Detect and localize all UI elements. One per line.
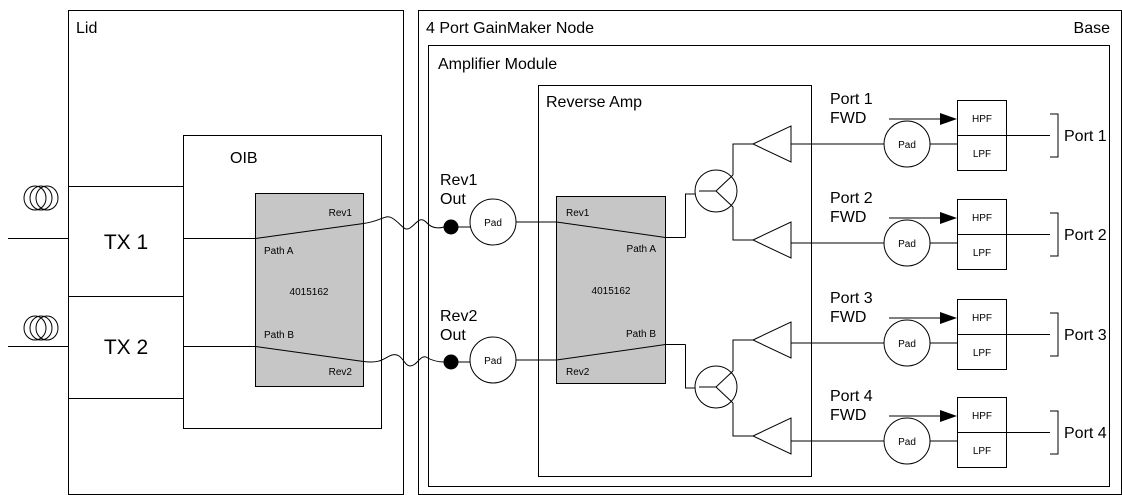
port-fwd-label-line1: Port 1: [830, 91, 873, 108]
port-bracket: [1050, 312, 1059, 357]
reverse-amp-label: Reverse Amp: [546, 94, 642, 111]
amp-path-b-label: Path B: [626, 329, 656, 340]
fiber-connector-icon: [8, 315, 68, 347]
reverse-amp-box: [538, 85, 812, 477]
rev2-pad-label: Pad: [484, 356, 502, 367]
amp-rev1-label: Rev1: [566, 208, 590, 219]
lpf-box: [957, 432, 1007, 468]
lpf-box: [957, 334, 1007, 370]
amp-path-a-label: Path A: [627, 244, 657, 255]
lpf-box: [957, 234, 1007, 270]
oib-path-a-label: Path A: [264, 246, 294, 257]
reverse-amplifier-icon: [751, 321, 792, 359]
amp-part-number: 4015162: [592, 286, 631, 297]
lpf-label: LPF: [973, 446, 991, 457]
lpf-label: LPF: [973, 149, 991, 160]
oib-label: OIB: [230, 150, 258, 167]
oib-part-number: 4015162: [290, 287, 329, 298]
static-layer: Lid 4 Port GainMaker Node Base Amplifier…: [8, 10, 1122, 495]
rev1-pad-label: Pad: [484, 218, 502, 229]
lpf-label: LPF: [973, 348, 991, 359]
rev2-out-line1: Rev2: [440, 308, 477, 325]
port-bracket: [1050, 212, 1059, 257]
lid-label: Lid: [76, 20, 97, 37]
tx2-box: [68, 296, 184, 399]
base-label: Base: [1074, 20, 1111, 37]
oib-outline: [183, 135, 382, 429]
oib-rev2-label: Rev2: [329, 367, 353, 378]
port-pad-label: Pad: [898, 239, 916, 250]
port-output-label: Port 2: [1064, 227, 1107, 244]
fwd-arrow-icon: [940, 410, 957, 422]
port-output-label: Port 3: [1064, 327, 1107, 344]
amplifier-module-label: Amplifier Module: [438, 56, 557, 73]
node-panel: [418, 10, 1122, 495]
port-output-label: Port 4: [1064, 425, 1107, 442]
port-fwd-label-line2: FWD: [830, 110, 866, 127]
port-fwd-label-line1: Port 2: [830, 190, 873, 207]
port-fwd-label-line2: FWD: [830, 209, 866, 226]
hpf-label: HPF: [972, 313, 992, 324]
hpf-label: HPF: [972, 114, 992, 125]
fwd-arrow-icon: [940, 113, 957, 125]
amplifier-module: [428, 45, 1110, 487]
port-fwd-label-line2: FWD: [830, 309, 866, 326]
hpf-box: [957, 100, 1007, 136]
rev2-out-line2: Out: [440, 327, 466, 344]
tx2-label: TX 2: [104, 336, 148, 359]
reverse-amplifier-icon: [751, 221, 792, 259]
oib-rev1-label: Rev1: [329, 208, 353, 219]
port-pad-label: Pad: [898, 339, 916, 350]
rev2-cable: [363, 354, 445, 367]
tx1-label: TX 1: [104, 231, 148, 254]
rev1-out-line1: Rev1: [440, 172, 477, 189]
port-fwd-label-line1: Port 4: [830, 388, 873, 405]
port-pad-label: Pad: [898, 140, 916, 151]
fwd-arrow-icon: [940, 212, 957, 224]
rev1-cable: [363, 216, 445, 230]
tx1-box: [68, 186, 184, 297]
hpf-box: [957, 397, 1007, 433]
oib-path-b-label: Path B: [264, 330, 294, 341]
amp-rev2-label: Rev2: [566, 367, 590, 378]
hpf-label: HPF: [972, 213, 992, 224]
node-title: 4 Port GainMaker Node: [426, 20, 594, 37]
port-bracket: [1050, 113, 1059, 158]
fiber-connector-icon: [8, 185, 68, 239]
reverse-amplifier-icon: [751, 417, 792, 455]
rev1-out-line2: Out: [440, 191, 466, 208]
fwd-arrow-icon: [940, 312, 957, 324]
ports-layer: Port 1 FWD HPF LPF Pad Port 1 Port 2 FWD HPF LPF P…: [791, 91, 1107, 468]
port-bracket: [1050, 410, 1059, 455]
hpf-label: HPF: [972, 411, 992, 422]
port-pad-label: Pad: [898, 437, 916, 448]
lpf-box: [957, 135, 1007, 171]
port-output-label: Port 1: [1064, 128, 1107, 145]
reverse-amplifier-icon: [751, 125, 792, 163]
port-fwd-label-line1: Port 3: [830, 290, 873, 307]
port-fwd-label-line2: FWD: [830, 407, 866, 424]
lpf-label: LPF: [973, 248, 991, 259]
